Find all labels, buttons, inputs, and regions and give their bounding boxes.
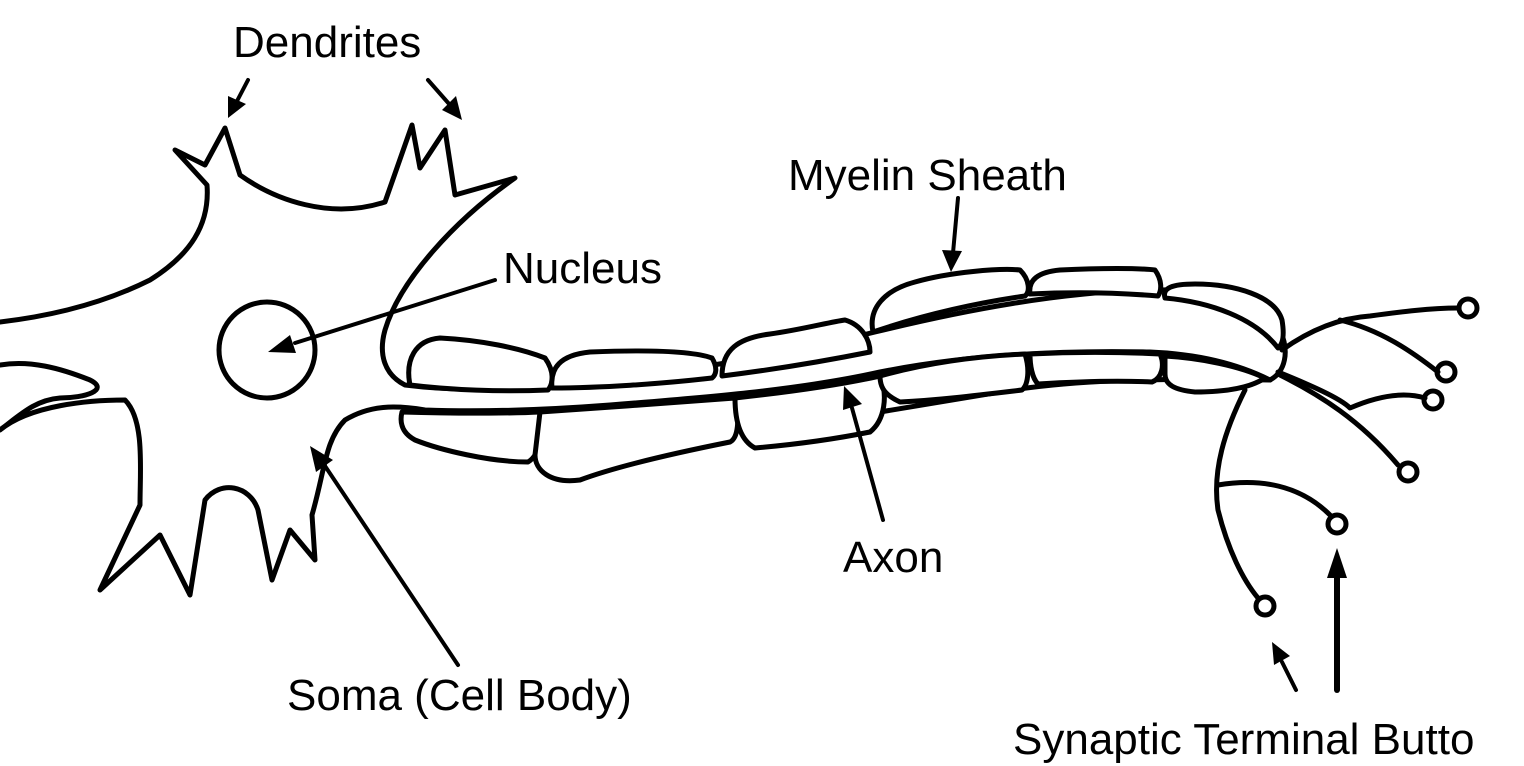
myelin-segment [1162,353,1268,395]
axon-arrow-head [843,386,862,410]
myelin-sheath-arrow [951,196,960,255]
axon-terminal-branch [1337,317,1441,375]
myelin-sheath-label: Myelin Sheath [788,151,1067,200]
dendrites-arrow-right-head [442,96,462,120]
dendrites-label: Dendrites [233,18,421,67]
myelin-segment [869,267,1031,335]
myelin-segment [406,335,555,394]
myelin-segment [1027,350,1165,387]
nucleus-shape [216,299,318,401]
synaptic-button [1434,360,1458,384]
nucleus-arrow-head [268,335,296,353]
axon-terminal-branch [1279,305,1461,353]
dendrites-arrow-left-head [228,96,246,118]
myelin-segment [719,317,873,379]
synaptic-button [1456,296,1480,320]
synaptic-arrow-left-head [1272,642,1290,665]
soma-lower-outline [0,349,1273,598]
synaptic-arrow-right-head [1327,548,1347,578]
dendrites-arrow-left [234,78,250,105]
axon-terminal-branch [1277,372,1401,468]
synaptic-terminal-buttons-label: Synaptic Terminal Butto [1013,715,1474,764]
myelin-segment [877,351,1031,405]
myelin-sheath-arrow-head [942,250,962,272]
axon-terminal-branch [1214,387,1261,601]
nucleus-arrow [293,278,497,345]
soma-arrow-head [310,446,333,472]
myelin-segment [1027,266,1164,299]
nucleus-label: Nucleus [503,244,662,293]
synaptic-button [1253,594,1277,618]
myelin-segment [532,395,741,484]
synaptic-button [1421,388,1445,412]
dendrites-arrow-right [426,78,452,107]
synaptic-button [1396,460,1420,484]
axon-label: Axon [843,533,943,582]
soma-arrow [323,464,460,667]
myelin-segment [398,409,545,465]
synaptic-button [1325,512,1349,536]
axon-terminal-branch [1215,480,1333,518]
synaptic-arrow-left [1280,660,1298,692]
axon-arrow [850,406,885,522]
axon-terminal-branch [1275,369,1428,411]
soma-label: Soma (Cell Body) [287,671,632,720]
myelin-segment [1162,281,1286,351]
myelin-segment [549,348,719,391]
